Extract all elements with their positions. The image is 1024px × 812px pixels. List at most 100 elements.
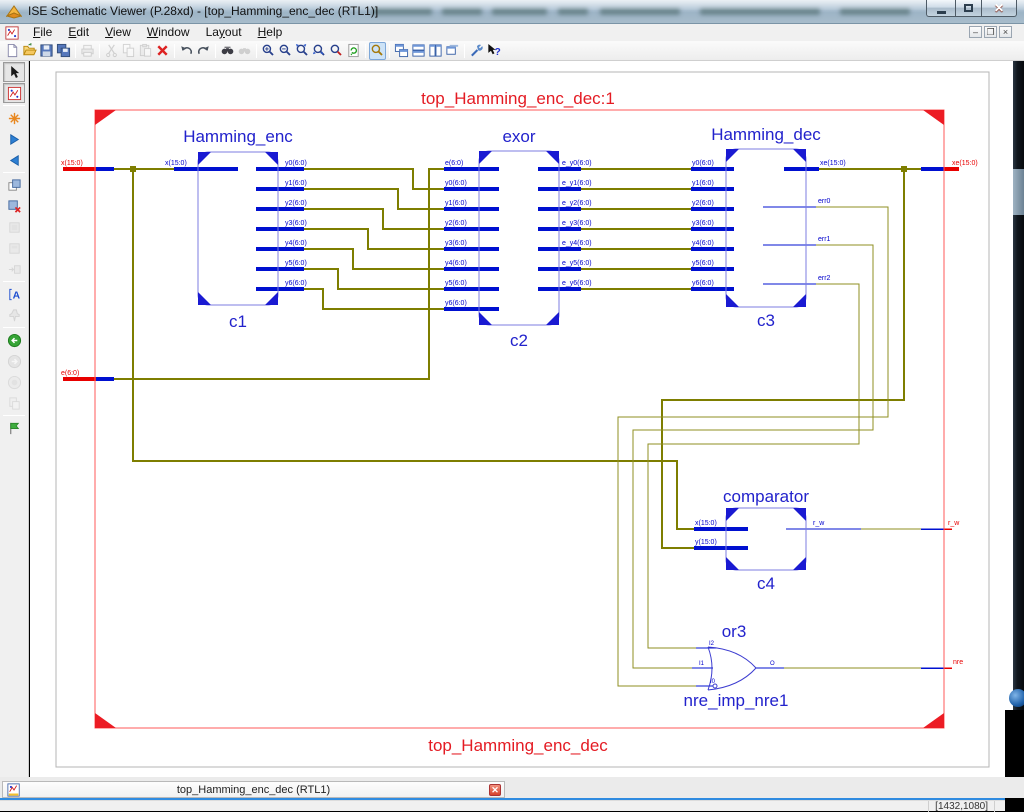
marker-flag-icon[interactable] xyxy=(3,418,25,438)
close-button[interactable]: ✕ xyxy=(982,0,1017,17)
title-bar[interactable]: ISE Schematic Viewer (P.28xd) - [top_Ham… xyxy=(0,0,1024,24)
find-files-icon[interactable] xyxy=(236,42,253,60)
label: e_y4(6:0) xyxy=(562,240,592,247)
menu-edit[interactable]: Edit xyxy=(60,24,97,41)
tab-close-button[interactable]: ✕ xyxy=(489,784,501,796)
paste-icon[interactable] xyxy=(137,42,154,60)
schematic-view-icon[interactable] xyxy=(3,83,25,103)
new-document-icon[interactable] xyxy=(4,42,21,60)
menu-layout[interactable]: Layout xyxy=(198,24,250,41)
menu-window[interactable]: Window xyxy=(139,24,198,41)
label: y4(6:0) xyxy=(445,260,467,267)
open-project-icon[interactable] xyxy=(21,42,38,60)
zoom-in-icon[interactable] xyxy=(260,42,277,60)
close-all-windows-icon[interactable] xyxy=(444,42,461,60)
refresh-view-icon[interactable] xyxy=(345,42,362,60)
block-c3-title: Hamming_dec xyxy=(711,125,821,144)
cascade-windows-icon[interactable] xyxy=(393,42,410,60)
maximize-button[interactable] xyxy=(955,0,982,17)
save-all-icon[interactable] xyxy=(55,42,72,60)
label: y2(6:0) xyxy=(445,220,467,227)
wire[interactable] xyxy=(633,245,873,668)
pin-tool-icon[interactable] xyxy=(3,305,25,325)
label: I1 xyxy=(699,661,705,667)
wire[interactable] xyxy=(618,207,888,686)
pan-tool-icon[interactable] xyxy=(369,42,386,60)
pages-view-icon[interactable] xyxy=(3,393,25,413)
block-c4[interactable] xyxy=(726,508,806,570)
label: y4(6:0) xyxy=(285,240,307,247)
customize-icon[interactable] xyxy=(468,42,485,60)
save-icon[interactable] xyxy=(38,42,55,60)
zoom-out-icon[interactable] xyxy=(277,42,294,60)
wire[interactable] xyxy=(304,249,444,269)
redo-icon[interactable] xyxy=(195,42,212,60)
block-c2-corners xyxy=(479,151,559,325)
find-icon[interactable] xyxy=(219,42,236,60)
wire[interactable] xyxy=(133,169,694,529)
label: err1 xyxy=(818,236,831,243)
sheet-a-icon[interactable] xyxy=(3,217,25,237)
star-routes-icon[interactable] xyxy=(3,108,25,128)
minimize-button[interactable] xyxy=(926,0,955,17)
sheet-b-icon[interactable] xyxy=(3,238,25,258)
wire[interactable] xyxy=(648,284,859,648)
zoom-full-icon[interactable] xyxy=(311,42,328,60)
block-c2[interactable] xyxy=(479,151,559,325)
zoom-selection-icon[interactable] xyxy=(328,42,345,60)
wire[interactable] xyxy=(304,209,444,229)
label: err2 xyxy=(818,275,831,282)
add-sheet-icon[interactable] xyxy=(3,175,25,195)
wire[interactable] xyxy=(304,289,444,309)
copy-icon[interactable] xyxy=(120,42,137,60)
mdi-close-button[interactable]: × xyxy=(999,26,1012,38)
nav-stop-icon[interactable] xyxy=(3,372,25,392)
label: y1(6:0) xyxy=(692,180,714,187)
wire[interactable] xyxy=(114,169,444,379)
mdi-restore-button[interactable]: ❐ xyxy=(984,26,997,38)
tile-vertical-icon[interactable] xyxy=(427,42,444,60)
nav-forward-icon[interactable] xyxy=(3,351,25,371)
mdi-minimize-button[interactable]: – xyxy=(969,26,982,38)
wire[interactable] xyxy=(304,229,444,249)
svg-text:?: ? xyxy=(494,47,500,58)
delete-sheet-icon[interactable] xyxy=(3,196,25,216)
cut-icon[interactable] xyxy=(103,42,120,60)
label: y3(6:0) xyxy=(285,220,307,227)
toolbar: ? xyxy=(0,41,1024,61)
wire[interactable] xyxy=(304,169,444,189)
label: y3(6:0) xyxy=(445,240,467,247)
label: e_y3(6:0) xyxy=(562,220,592,227)
tab-top-hamming[interactable]: top_Hamming_enc_dec (RTL1) ✕ xyxy=(2,781,505,798)
wire[interactable] xyxy=(304,269,444,289)
tab-label: top_Hamming_enc_dec (RTL1) xyxy=(3,784,504,796)
label: I2 xyxy=(709,641,715,647)
cursor-coordinates: [1432,1080] xyxy=(928,801,995,812)
block-c3[interactable] xyxy=(726,149,806,307)
rename-label-icon[interactable]: A xyxy=(3,284,25,304)
expand-block-icon[interactable] xyxy=(3,259,25,279)
design-title-top: top_Hamming_enc_dec:1 xyxy=(421,89,615,108)
tile-horizontal-icon[interactable] xyxy=(410,42,427,60)
select-tool-icon[interactable] xyxy=(3,62,25,82)
block-c4-corners xyxy=(726,508,806,570)
context-help-icon[interactable]: ? xyxy=(485,42,502,60)
design-border xyxy=(95,110,944,728)
undo-icon[interactable] xyxy=(178,42,195,60)
label: x(15:0) xyxy=(165,160,187,167)
delete-icon[interactable] xyxy=(154,42,171,60)
label: e_y6(6:0) xyxy=(562,280,592,287)
label: r_w xyxy=(813,520,825,527)
nav-back-icon[interactable] xyxy=(3,330,25,350)
wire[interactable] xyxy=(304,189,444,209)
descend-block-icon[interactable] xyxy=(3,129,25,149)
label: y0(6:0) xyxy=(285,160,307,167)
ascend-block-icon[interactable] xyxy=(3,150,25,170)
print-icon[interactable] xyxy=(79,42,96,60)
zoom-window-icon[interactable] xyxy=(294,42,311,60)
menu-help[interactable]: Help xyxy=(250,24,291,41)
menu-view[interactable]: View xyxy=(97,24,139,41)
menu-file[interactable]: File xyxy=(25,24,60,41)
label: e_y5(6:0) xyxy=(562,260,592,267)
